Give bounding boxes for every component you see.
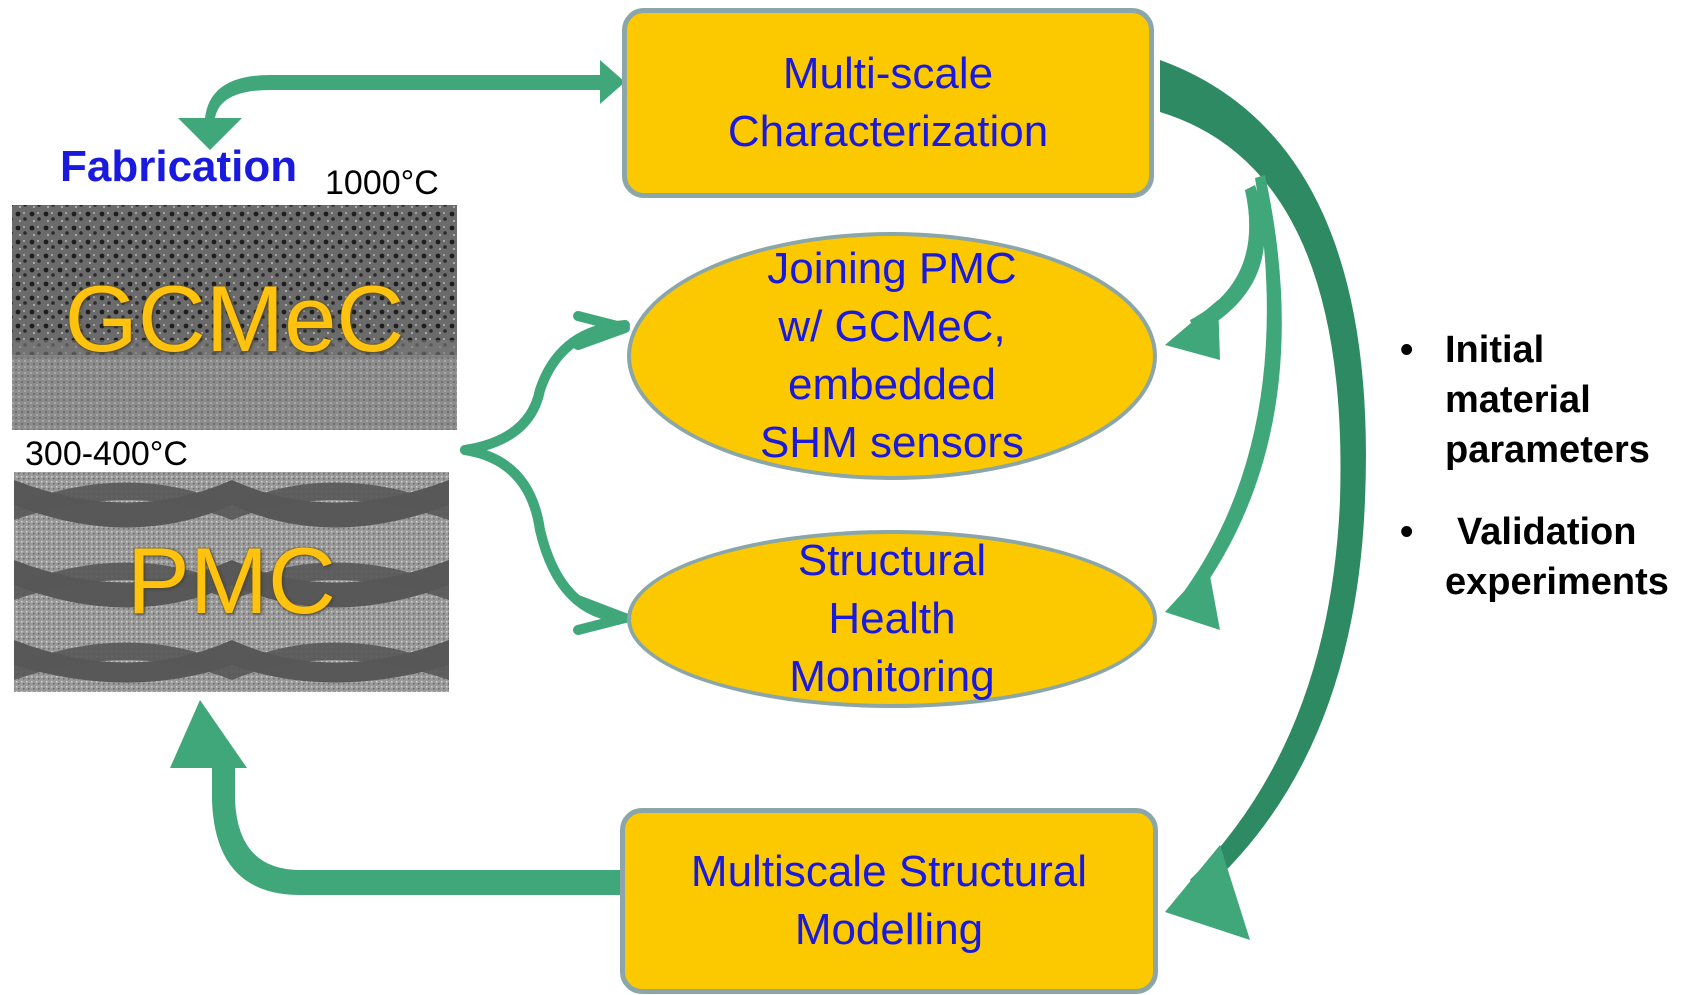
pmc-photo: [14, 472, 449, 692]
arrow-fabrication-fork: [460, 320, 630, 623]
shm-line-1: Structural: [797, 536, 987, 585]
arrow-characterization-to-joining: [1165, 185, 1265, 360]
bullet-item-1: • Initial material parameters: [1395, 325, 1695, 475]
joining-line-3: embedded: [788, 360, 996, 409]
arrowheads-fork: [573, 311, 630, 635]
shm-line-3: Monitoring: [789, 652, 995, 701]
arrow-characterization-to-shm: [1165, 175, 1282, 630]
arrow-characterization-to-modelling: [1160, 60, 1366, 940]
joining-line-2: w/ GCMeC,: [778, 302, 1006, 351]
pmc-label: PMC: [127, 528, 336, 633]
bullet-item-2: • Validation experiments: [1395, 507, 1695, 607]
joining-line-4: SHM sensors: [759, 418, 1025, 467]
bullet-marker: •: [1400, 329, 1414, 371]
fabrication-title: Fabrication: [60, 142, 298, 191]
shm-line-2: Health: [828, 594, 956, 643]
bullet-1-line-2: material: [1445, 379, 1591, 421]
characterization-box: Multi-scale Characterization: [622, 8, 1154, 198]
bullet-2-line-1: Validation: [1457, 511, 1637, 553]
modelling-line-1: Multiscale Structural: [690, 847, 1088, 896]
arrow-characterization-to-fabrication: [178, 60, 625, 150]
joining-ellipse: Joining PMC w/ GCMeC, embedded SHM senso…: [627, 232, 1157, 480]
temp-pmc: 300-400°C: [25, 435, 188, 473]
modelling-line-2: Modelling: [794, 905, 984, 954]
gcmec-photo: [12, 205, 457, 430]
bullet-2-line-2: experiments: [1445, 561, 1669, 603]
joining-line-1: Joining PMC: [767, 244, 1017, 293]
modelling-box: Multiscale Structural Modelling: [620, 808, 1158, 994]
characterization-line-1: Multi-scale: [782, 49, 994, 98]
bullet-marker: •: [1400, 511, 1414, 553]
bullet-list: • Initial material parameters • Validati…: [1395, 325, 1695, 639]
bullet-1-line-1: Initial: [1445, 329, 1545, 371]
gcmec-label: GCMeC: [64, 266, 405, 371]
bullet-1-line-3: parameters: [1445, 429, 1650, 471]
characterization-line-2: Characterization: [727, 107, 1049, 156]
pmc-panel: PMC: [14, 472, 449, 692]
arrow-modelling-to-pmc: [170, 700, 620, 895]
shm-ellipse: Structural Health Monitoring: [627, 530, 1157, 708]
gcmec-panel: GCMeC: [12, 205, 457, 430]
temp-gcmec: 1000°C: [325, 164, 439, 202]
